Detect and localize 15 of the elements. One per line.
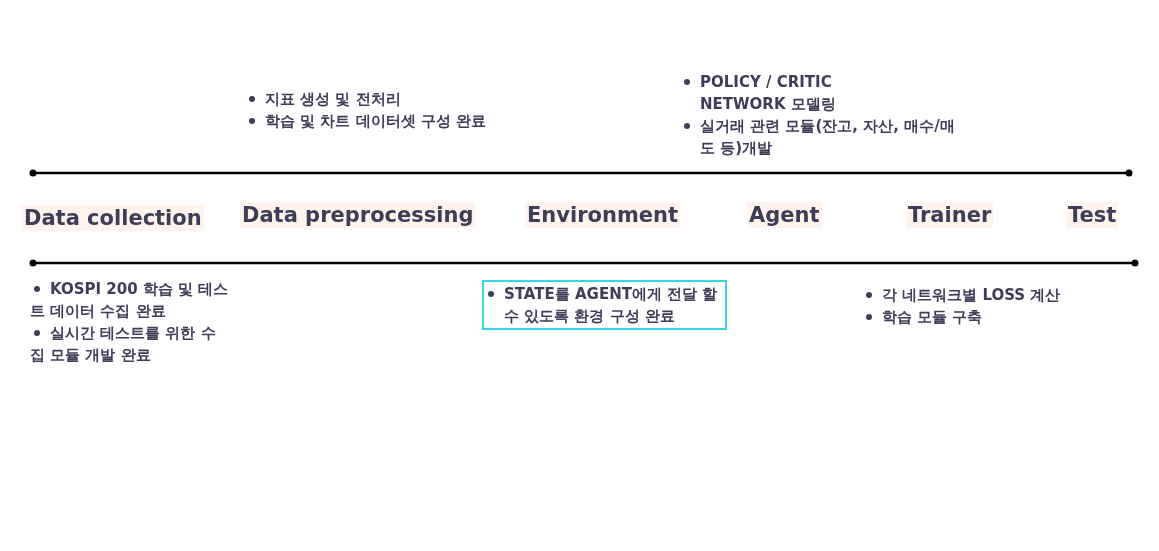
- bullet-item: POLICY / CRITIC NETWORK 모델링: [680, 71, 890, 115]
- bullet-item: STATE를 AGENT에게 전달 할 수 있도록 환경 구성 완료: [484, 283, 725, 327]
- bullet-item: KOSPI 200 학습 및 테스트 데이터 수집 완료: [30, 278, 230, 322]
- stage-label: Agent: [747, 202, 822, 228]
- stage-label: Data preprocessing: [240, 202, 476, 228]
- stage-label: Data collection: [22, 205, 204, 231]
- bullet-item: 학습 및 차트 데이터셋 구성 완료: [245, 110, 565, 132]
- stage-label: Trainer: [906, 202, 994, 228]
- bullet-item: 지표 생성 및 전처리: [245, 88, 565, 110]
- bullet-item: 학습 모듈 구축: [862, 306, 1142, 328]
- bullet-item: 각 네트워크별 LOSS 계산: [862, 284, 1142, 306]
- bullet-item: 실거래 관련 모듈(잔고, 자산, 매수/매도 등)개발: [680, 115, 960, 159]
- stage-label: Environment: [525, 202, 681, 228]
- stage-label: Test: [1066, 202, 1119, 228]
- bullet-item: 실시간 테스트를 위한 수집 모듈 개발 완료: [30, 322, 230, 366]
